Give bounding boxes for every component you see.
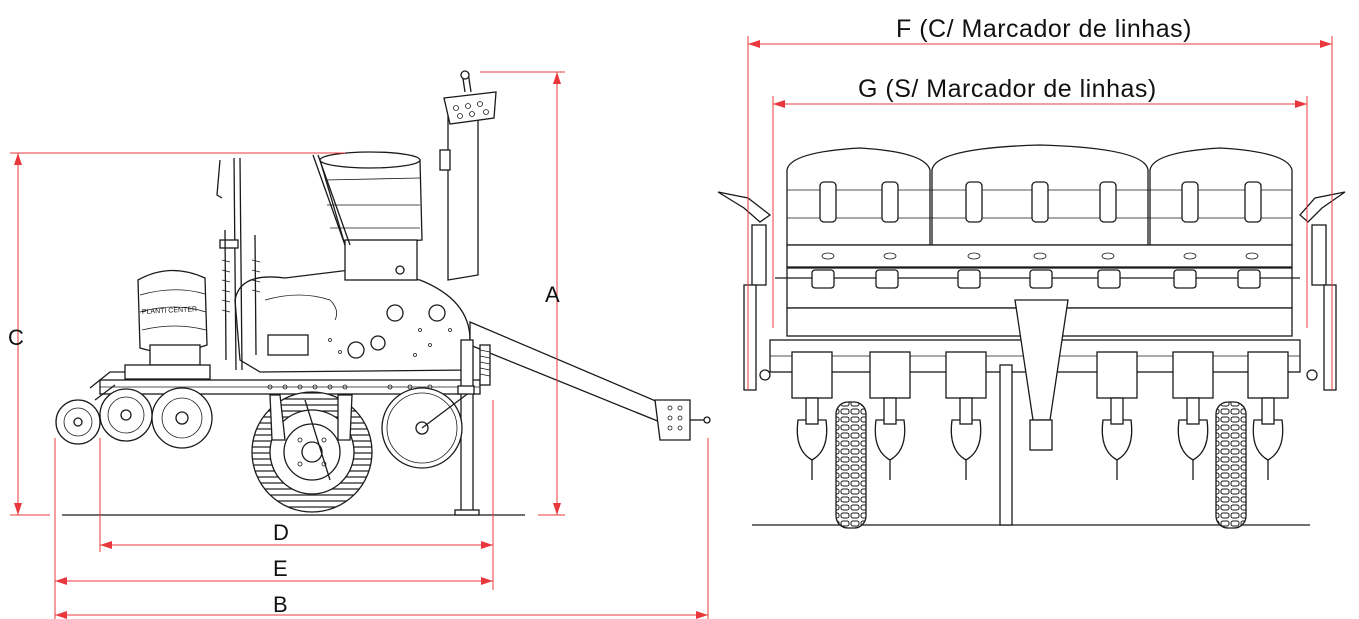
rear-wheels — [55, 364, 213, 449]
side-view: PLANTI CENTER — [8, 70, 711, 619]
dimension-lines-side — [10, 71, 709, 619]
seed-hopper — [312, 151, 423, 281]
rear-handle — [216, 157, 261, 371]
dimension-label-c: C — [8, 325, 24, 350]
dimension-label-d: D — [273, 520, 289, 545]
cutting-disc — [381, 385, 475, 469]
suspension-spring — [479, 344, 491, 386]
fertilizer-hopper: PLANTI CENTER — [137, 269, 208, 366]
row-unit — [1172, 351, 1214, 480]
center-drawbar — [999, 299, 1069, 526]
dimension-label-g: G (S/ Marcador de linhas) — [858, 75, 1157, 103]
dimension-lines-front — [747, 36, 1333, 390]
row-unit — [869, 351, 911, 480]
row-marker-left — [717, 191, 772, 391]
dimension-label-a: A — [545, 282, 560, 307]
row-unit — [1247, 351, 1289, 480]
row-marker-right — [1299, 191, 1346, 391]
row-unit — [791, 351, 833, 480]
hitch-mast — [439, 70, 497, 281]
parking-stand — [454, 339, 480, 516]
dimension-label-e: E — [273, 556, 288, 581]
front-tires — [835, 401, 1247, 529]
dimension-label-b: B — [273, 592, 288, 617]
drawbar — [469, 321, 711, 441]
dimension-label-f: F (C/ Marcador de linhas) — [896, 15, 1192, 43]
row-units — [791, 351, 1289, 480]
drive-wheel — [251, 391, 373, 513]
brand-label: PLANTI CENTER — [142, 306, 198, 316]
row-unit — [1096, 351, 1138, 480]
hopper-row — [786, 144, 1293, 268]
row-unit — [945, 351, 987, 480]
front-view: F (C/ Marcador de linhas) G (S/ Marcador… — [717, 15, 1346, 529]
